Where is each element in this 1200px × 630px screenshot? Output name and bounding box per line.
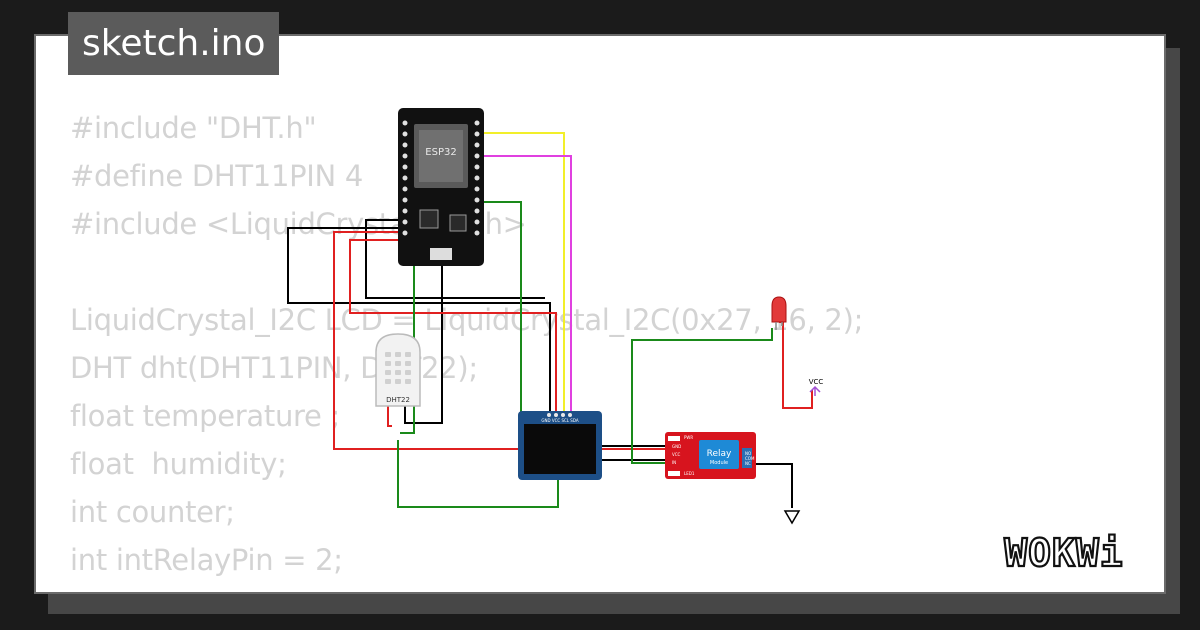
code-line: float temperature ; — [70, 399, 340, 433]
relay-pin-com: COM — [745, 456, 755, 461]
wire-green-relay-in — [631, 328, 773, 464]
esp32-pin-row-left — [402, 120, 408, 236]
wire-green-loop — [400, 210, 415, 434]
oled-pin-labels: GND VCC SCL SDA — [541, 418, 578, 423]
red-led[interactable] — [771, 296, 787, 330]
wire-red-esp — [349, 239, 557, 414]
relay-pin-no: NO — [745, 451, 751, 456]
wire-magenta-sda — [482, 155, 572, 414]
relay-pin-in: IN — [672, 460, 676, 465]
code-line: #define DHT11PIN 4 — [70, 159, 364, 193]
relay-title: Relay — [707, 449, 732, 459]
code-line: void setup() { — [70, 584, 863, 592]
relay-pin-nc: NC — [745, 461, 751, 466]
vcc-symbol: VCC — [809, 378, 824, 396]
vcc-label: VCC — [809, 378, 824, 386]
wire-black-esp-left — [365, 219, 545, 299]
wire-black-gnd — [287, 227, 551, 414]
wokwi-logo: WOKWi — [1003, 530, 1124, 576]
code-line: int intRelayPin = 2; — [70, 543, 343, 577]
code-line: float humidity; — [70, 447, 287, 481]
dht22-sensor[interactable]: DHT22 — [375, 333, 421, 407]
esp32-label: ESP32 — [425, 147, 456, 158]
wire-black-relay-out — [740, 463, 793, 508]
code-line: int counter; — [70, 495, 235, 529]
esp32-pin-row-right — [474, 120, 480, 236]
wire-yellow-scl — [482, 132, 565, 414]
wire-green-sda — [482, 201, 522, 413]
code-line: #include "DHT.h" — [70, 111, 317, 145]
oled-display[interactable]: GND VCC SCL SDA — [518, 411, 602, 480]
ground-symbol — [783, 510, 801, 525]
wire-green-bottom — [397, 440, 559, 508]
wokwi-logo-text: WOKWi — [1004, 531, 1123, 575]
relay-pin-gnd: GND — [672, 444, 681, 449]
file-tab[interactable]: sketch.ino — [68, 12, 280, 75]
relay-led-1: LED1 — [684, 471, 695, 476]
wire-red-vcc — [333, 231, 670, 450]
wire-black-relay-gnd — [599, 445, 672, 455]
relay-module[interactable]: Relay Module GND VCC IN PWR LED1 NO COM … — [665, 432, 756, 479]
wire-red-dht-vcc — [387, 404, 392, 427]
code-preview: #include "DHT.h"#define DHT11PIN 4#inclu… — [70, 104, 863, 592]
relay-subtitle: Module — [710, 460, 728, 466]
relay-led-pwr: PWR — [684, 435, 693, 440]
wire-red-led — [779, 321, 813, 409]
project-preview-card[interactable]: #include "DHT.h"#define DHT11PIN 4#inclu… — [34, 34, 1166, 594]
dht22-label: DHT22 — [386, 396, 410, 404]
esp32-board[interactable]: ESP32 — [398, 108, 484, 266]
wires — [287, 132, 813, 508]
relay-pin-vcc: VCC — [672, 452, 681, 457]
